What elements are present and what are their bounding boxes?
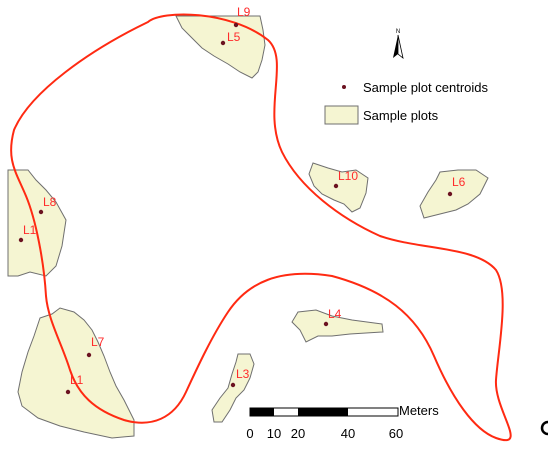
centroid-l6: [447, 191, 453, 197]
sample-plots-layer: [7, 15, 489, 439]
plot-polygon-l3: [211, 353, 255, 423]
plot-label-l4: L4: [328, 307, 342, 321]
plot-polygon-l6: [419, 169, 489, 219]
centroid-l8: [38, 209, 44, 215]
centroid-l1-lower: [65, 389, 71, 395]
centroid-l4: [323, 321, 329, 327]
plot-labels-layer: L9 L5 L10 L6 L8 L1 L4 L7 L1 L3: [23, 5, 466, 387]
legend-plots-label: Sample plots: [363, 108, 439, 123]
legend: Sample plot centroids Sample plots: [324, 80, 489, 125]
plot-label-l7: L7: [91, 335, 105, 349]
plot-label-l8: L8: [43, 195, 57, 209]
scale-bar: Meters 0 10 20 40 60: [246, 403, 439, 441]
scale-tick-60: 60: [389, 426, 403, 441]
plot-polygon-l9-l5: [175, 15, 266, 79]
study-area-boundary: [10, 13, 512, 442]
legend-centroid-symbol: [342, 85, 346, 89]
centroid-l9: [233, 22, 239, 28]
plot-label-l9: L9: [237, 5, 251, 19]
clipped-fragment-mark: [540, 420, 549, 436]
centroid-l1-upper: [18, 237, 24, 243]
plot-label-l1-lower: L1: [70, 373, 84, 387]
plot-polygon-l8-l1: [7, 169, 67, 277]
centroid-l10: [333, 183, 339, 189]
north-letter: N: [396, 29, 400, 35]
centroid-l7: [86, 352, 92, 358]
scale-segment-0-10: [250, 408, 274, 416]
plot-polygon-l4: [291, 309, 384, 343]
plot-label-l3: L3: [236, 367, 250, 381]
plot-label-l5: L5: [227, 30, 241, 44]
scale-tick-10: 10: [267, 426, 281, 441]
scale-tick-40: 40: [341, 426, 355, 441]
plot-label-l1-upper: L1: [23, 223, 37, 237]
centroid-l3: [230, 382, 236, 388]
plot-label-l10: L10: [338, 169, 358, 183]
centroid-l5: [220, 40, 226, 46]
scale-tick-20: 20: [291, 426, 305, 441]
scale-tick-0: 0: [246, 426, 253, 441]
north-arrow-icon: N: [393, 29, 404, 60]
plot-label-l6: L6: [452, 175, 466, 189]
scale-segment-20-40: [298, 408, 348, 416]
plot-polygon-l10: [308, 162, 369, 213]
centroid-layer: [18, 22, 453, 395]
legend-plot-swatch: [324, 105, 359, 125]
scale-unit-label: Meters: [399, 403, 439, 418]
legend-centroids-label: Sample plot centroids: [363, 80, 489, 95]
plot-polygon-l7-l1: [17, 307, 135, 439]
